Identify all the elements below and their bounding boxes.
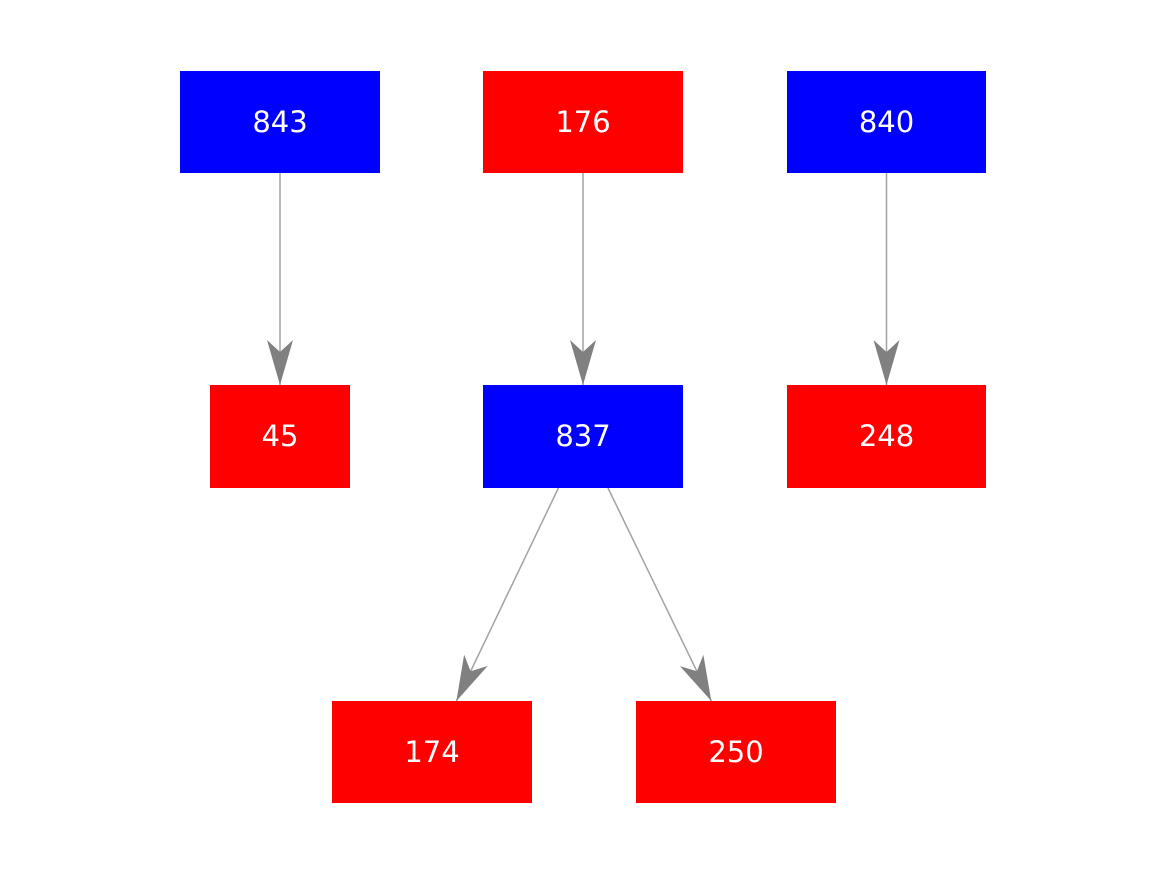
edge-837-to-174 xyxy=(455,487,560,702)
node-label: 45 xyxy=(261,419,299,453)
node-label: 174 xyxy=(404,734,460,769)
node-250: 250 xyxy=(636,701,836,803)
node-843: 843 xyxy=(180,71,380,173)
edge-837-to-250 xyxy=(607,487,712,702)
node-label: 837 xyxy=(555,419,611,453)
node-837: 837 xyxy=(483,385,683,488)
node-label: 176 xyxy=(555,104,611,139)
edge-group xyxy=(267,173,900,702)
node-label: 840 xyxy=(858,104,915,139)
node-176: 176 xyxy=(483,71,683,173)
node-248: 248 xyxy=(787,385,986,488)
node-45: 45 xyxy=(210,385,350,488)
node-174: 174 xyxy=(332,701,532,803)
node-label: 843 xyxy=(252,104,308,139)
node-label: 250 xyxy=(708,734,764,769)
node-840: 840 xyxy=(787,71,986,173)
node-label: 248 xyxy=(858,419,915,453)
